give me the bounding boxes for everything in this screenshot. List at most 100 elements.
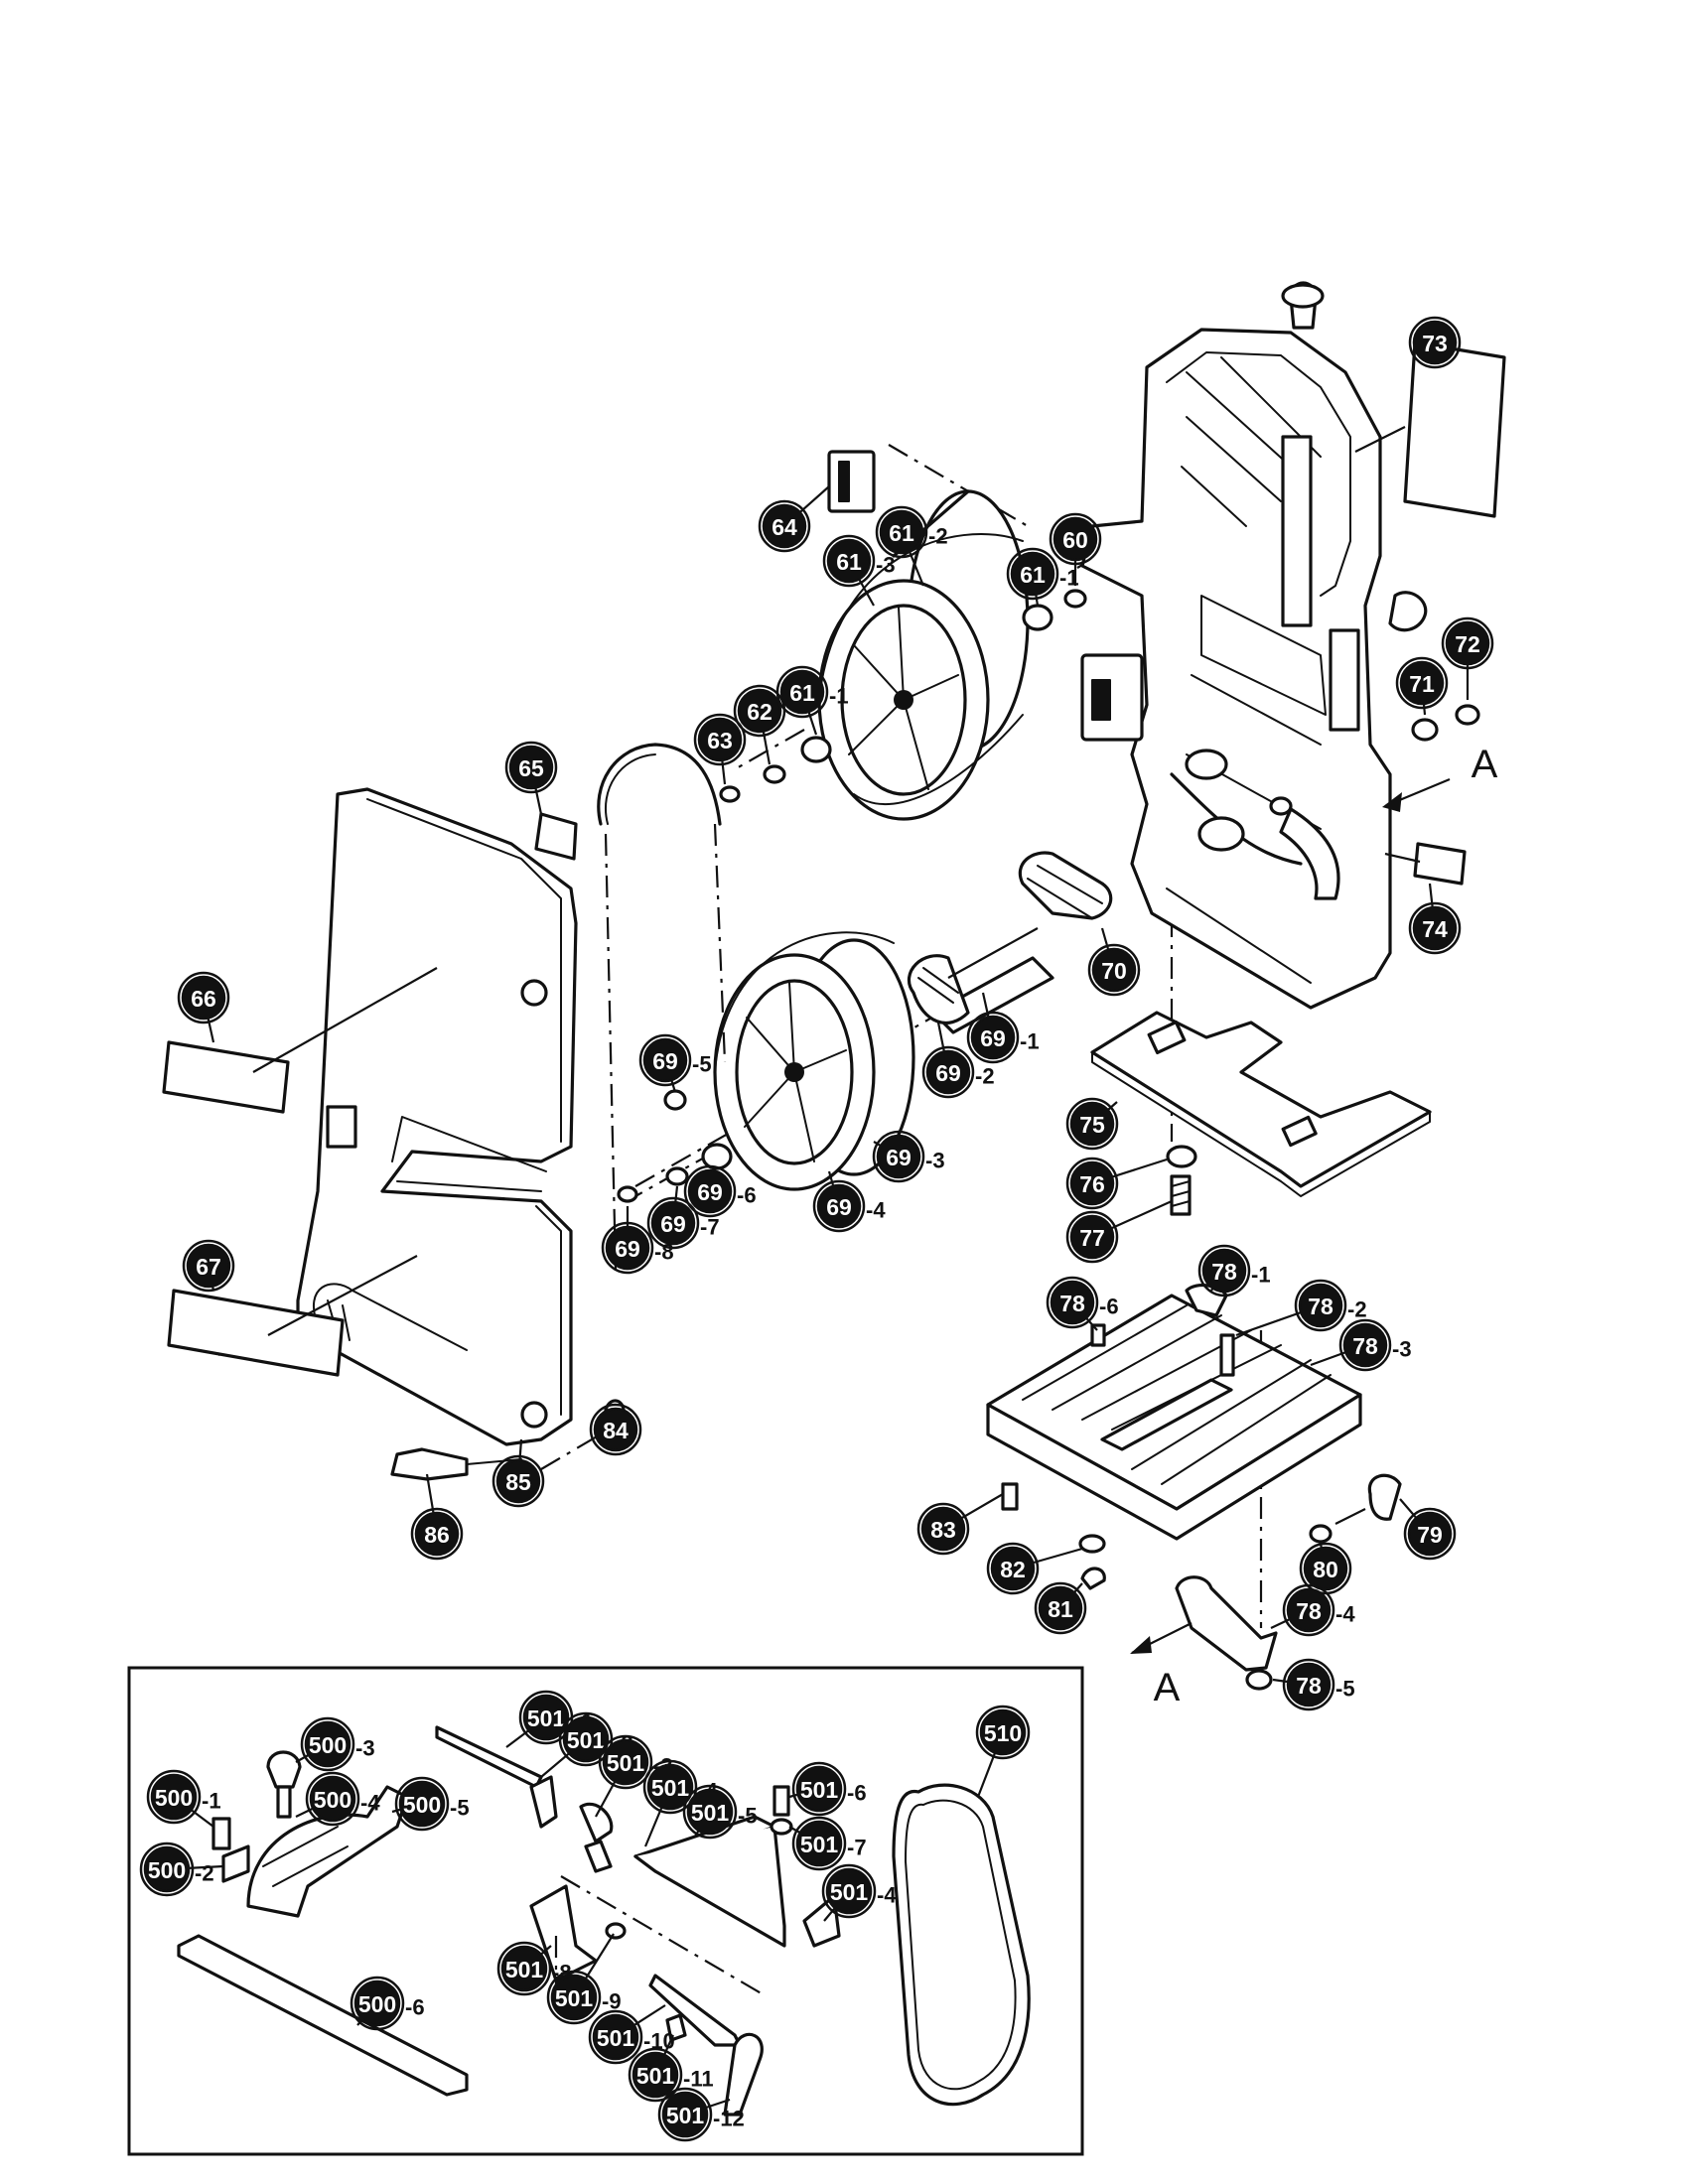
callout-ring [733, 684, 786, 738]
callout-disc [686, 1788, 734, 1836]
saw-blade [597, 743, 727, 1272]
callout-83: 83 [916, 1493, 1004, 1556]
callout-suffix: -7 [700, 1215, 720, 1240]
callout-number: 501 [800, 1832, 839, 1857]
callout-ring [682, 1784, 738, 1840]
callout-disc [920, 1506, 966, 1552]
callout-77: 77 [1065, 1199, 1173, 1264]
callout-suffix: -3 [876, 553, 896, 578]
callout-ring [1006, 547, 1059, 601]
callout-number: 66 [191, 986, 216, 1012]
label-plates [162, 341, 1506, 1377]
band-saw-frame [1080, 281, 1428, 1010]
callout-suffix: -2 [1347, 1297, 1367, 1322]
callout-ring [394, 1776, 450, 1832]
callout-disc [522, 1694, 570, 1741]
callout-suffix: -9 [602, 1989, 622, 2014]
callout-60: 60 [1049, 512, 1102, 586]
callout-disc [414, 1511, 460, 1557]
callout-disc [979, 1708, 1027, 1756]
callout-disc [1286, 1662, 1332, 1707]
callout-disc [816, 1183, 862, 1229]
callout-disc [795, 1820, 843, 1867]
callout-ring [872, 1130, 925, 1183]
callout-ring [1065, 1157, 1119, 1210]
callout-ring [1046, 1276, 1099, 1329]
callout-number: 86 [424, 1522, 450, 1548]
callout-number: 501 [651, 1775, 690, 1801]
callout-disc [650, 1200, 696, 1246]
callout-disc [1052, 516, 1098, 562]
callout-number: 500 [155, 1785, 193, 1811]
callout-suffix: -1 [1059, 566, 1079, 591]
callout-72: 72 [1441, 616, 1494, 700]
callout-ring [546, 1970, 602, 2025]
callout-disc [1010, 551, 1055, 597]
callout-number: 83 [930, 1517, 956, 1543]
callout-number: 501 [636, 2063, 675, 2089]
callout-510: 510 [975, 1705, 1031, 1798]
callout-69-7: 69-7 [646, 1185, 720, 1250]
callout-78-6: 78-6 [1046, 1276, 1119, 1331]
callout-ring [921, 1045, 975, 1099]
callout-number: 80 [1313, 1557, 1338, 1582]
callout-ring [300, 1716, 355, 1772]
wheel-hardware [617, 450, 1480, 1203]
callout-disc [661, 2091, 709, 2138]
callout-suffix: -4 [877, 1883, 897, 1908]
base-plate [1090, 1011, 1432, 1216]
callout-70: 70 [1087, 927, 1141, 997]
accessories-box [127, 1666, 1084, 2156]
callout-disc [687, 1168, 733, 1214]
callout-ring [1034, 1581, 1087, 1635]
callout-suffix: -1 [1251, 1263, 1271, 1288]
callout-number: 60 [1062, 527, 1088, 553]
callout-500-2: 500-2 [139, 1842, 224, 1897]
callout-ring [588, 2009, 643, 2065]
callout-number: 501 [555, 1985, 594, 2011]
callout-number: 501 [666, 2103, 705, 2128]
callout-disc [1038, 1585, 1083, 1631]
callout-ring [1403, 1507, 1457, 1561]
callout-number: 501 [607, 1750, 645, 1776]
callout-suffix: -5 [692, 1052, 712, 1077]
callout-number: 500 [148, 1857, 186, 1883]
callout-ring [1294, 1279, 1347, 1332]
callout-disc [762, 503, 807, 549]
callout-disc [876, 1134, 921, 1179]
callout-suffix: -2 [928, 524, 948, 549]
wheel-cover-door [296, 787, 626, 1481]
callout-number: 501 [800, 1777, 839, 1803]
callout-disc [1069, 1160, 1115, 1206]
callout-ring [491, 1454, 545, 1508]
callout-number: 81 [1048, 1596, 1073, 1622]
callout-81: 81 [1034, 1581, 1087, 1635]
callout-disc [143, 1845, 191, 1893]
callout-disc [602, 1738, 649, 1786]
callout-disc [1050, 1280, 1095, 1325]
callout-suffix: -4 [1335, 1602, 1355, 1627]
view-marker-a-lower: A [1154, 1666, 1181, 1709]
callout-69-4: 69-4 [812, 1170, 886, 1233]
callout-number: 71 [1409, 671, 1435, 697]
callout-ring [812, 1179, 866, 1233]
callout-ring [791, 1816, 847, 1871]
callout-disc [1399, 660, 1445, 706]
callout-suffix: -5 [1335, 1677, 1355, 1702]
callout-number: 69 [697, 1179, 723, 1205]
callout-ring [1087, 943, 1141, 997]
callout-ring [966, 1011, 1020, 1064]
callout-ring [758, 499, 811, 553]
callout-disc [1412, 905, 1458, 951]
callout-disc [1412, 320, 1458, 365]
callout-ring [822, 534, 876, 588]
callout-ring [496, 1941, 552, 1996]
callout-ring [1408, 901, 1462, 955]
callout-ring [628, 2047, 683, 2103]
callout-disc [592, 2013, 639, 2061]
lower-wheel [713, 931, 915, 1191]
callout-disc [186, 1243, 231, 1289]
callout-501-11: 501-11 [628, 2034, 714, 2103]
callout-disc [1091, 947, 1137, 993]
